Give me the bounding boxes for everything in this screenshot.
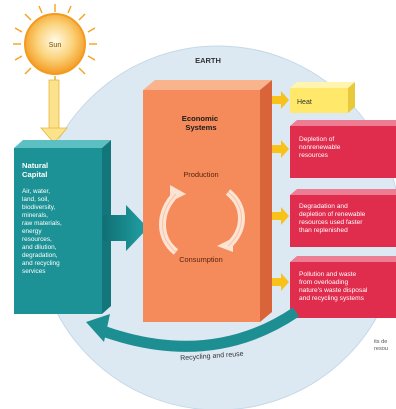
- pollution-label: Pollution and waste from overloading nat…: [299, 271, 369, 302]
- cycle-arrowheads: [170, 185, 233, 252]
- depletion-box: [290, 120, 396, 178]
- depletion-label: Depletion of nonrenewable resources: [299, 136, 342, 159]
- recycling-arrow-body: [98, 307, 300, 352]
- recycling-arrowhead: [86, 314, 110, 342]
- heat-label: Heat: [297, 99, 312, 106]
- sun-rays: [13, 4, 97, 84]
- capital-to-economy-arrow: [103, 205, 148, 251]
- pollution-box: [290, 256, 396, 318]
- cycle-arrows-outline: [162, 191, 242, 253]
- sun: [24, 13, 86, 75]
- recycling-label: Recycling and reuse: [180, 351, 244, 362]
- earth-label: EARTH: [195, 56, 221, 65]
- economic-systems-box: [143, 80, 272, 322]
- natural-capital-title: Natural Capital: [22, 161, 50, 179]
- sun-arrow: [40, 79, 68, 144]
- cut-off-caption: its de resou: [374, 339, 389, 352]
- natural-capital-list: Air, water, land, soil, biodiversity, mi…: [22, 188, 64, 275]
- production-label: Production: [183, 170, 218, 179]
- economic-systems-title: Economic Systems: [182, 114, 220, 132]
- heat-box: [290, 82, 355, 113]
- sun-label: Sun: [49, 42, 62, 49]
- consumption-label: Consumption: [179, 255, 223, 264]
- degradation-label: Degradation and depletion of renewable r…: [299, 203, 367, 234]
- natural-capital-box: [14, 140, 111, 314]
- degradation-box: [290, 189, 396, 247]
- output-arrows: [272, 91, 289, 291]
